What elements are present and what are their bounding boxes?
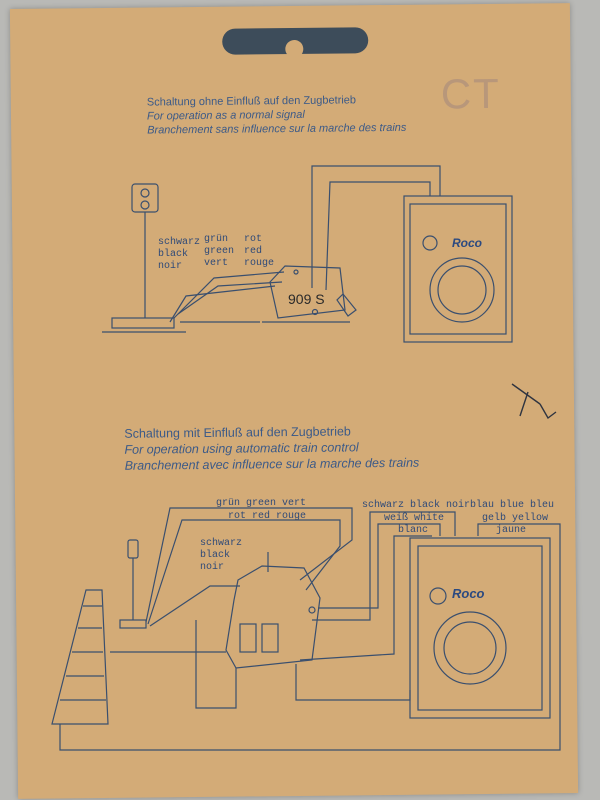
bottom-controller-brand: Roco	[452, 586, 485, 601]
top-controller-brand: Roco	[452, 236, 482, 250]
top-controller-icon	[403, 195, 513, 343]
bottom-relay-icon	[225, 552, 321, 669]
top-wire-black-label: schwarz black noir	[158, 237, 201, 272]
bottom-label-black: schwarz black noir	[200, 538, 243, 573]
bottom-controller-icon	[409, 537, 551, 719]
bottom-label-green: grün green vert	[216, 498, 307, 509]
top-signal-icon	[102, 183, 186, 333]
bottom-label-black-right: schwarz black noir	[362, 500, 471, 511]
top-wire-green-label: grün green vert	[204, 234, 235, 269]
bottom-signal-icon	[119, 539, 147, 629]
bottom-label-red: rot red rouge	[228, 511, 307, 522]
top-wire-red-label: rot red rouge	[244, 234, 275, 269]
bottom-label-blue: blau blue bleu	[470, 500, 555, 511]
bottom-track-icon	[51, 589, 109, 725]
top-switch-icon	[262, 265, 357, 323]
bottom-label-yellow: gelb yellow jaune	[482, 513, 549, 536]
switch-label: 909 S	[288, 291, 325, 307]
bottom-label-white: weiß white blanc	[384, 513, 445, 536]
